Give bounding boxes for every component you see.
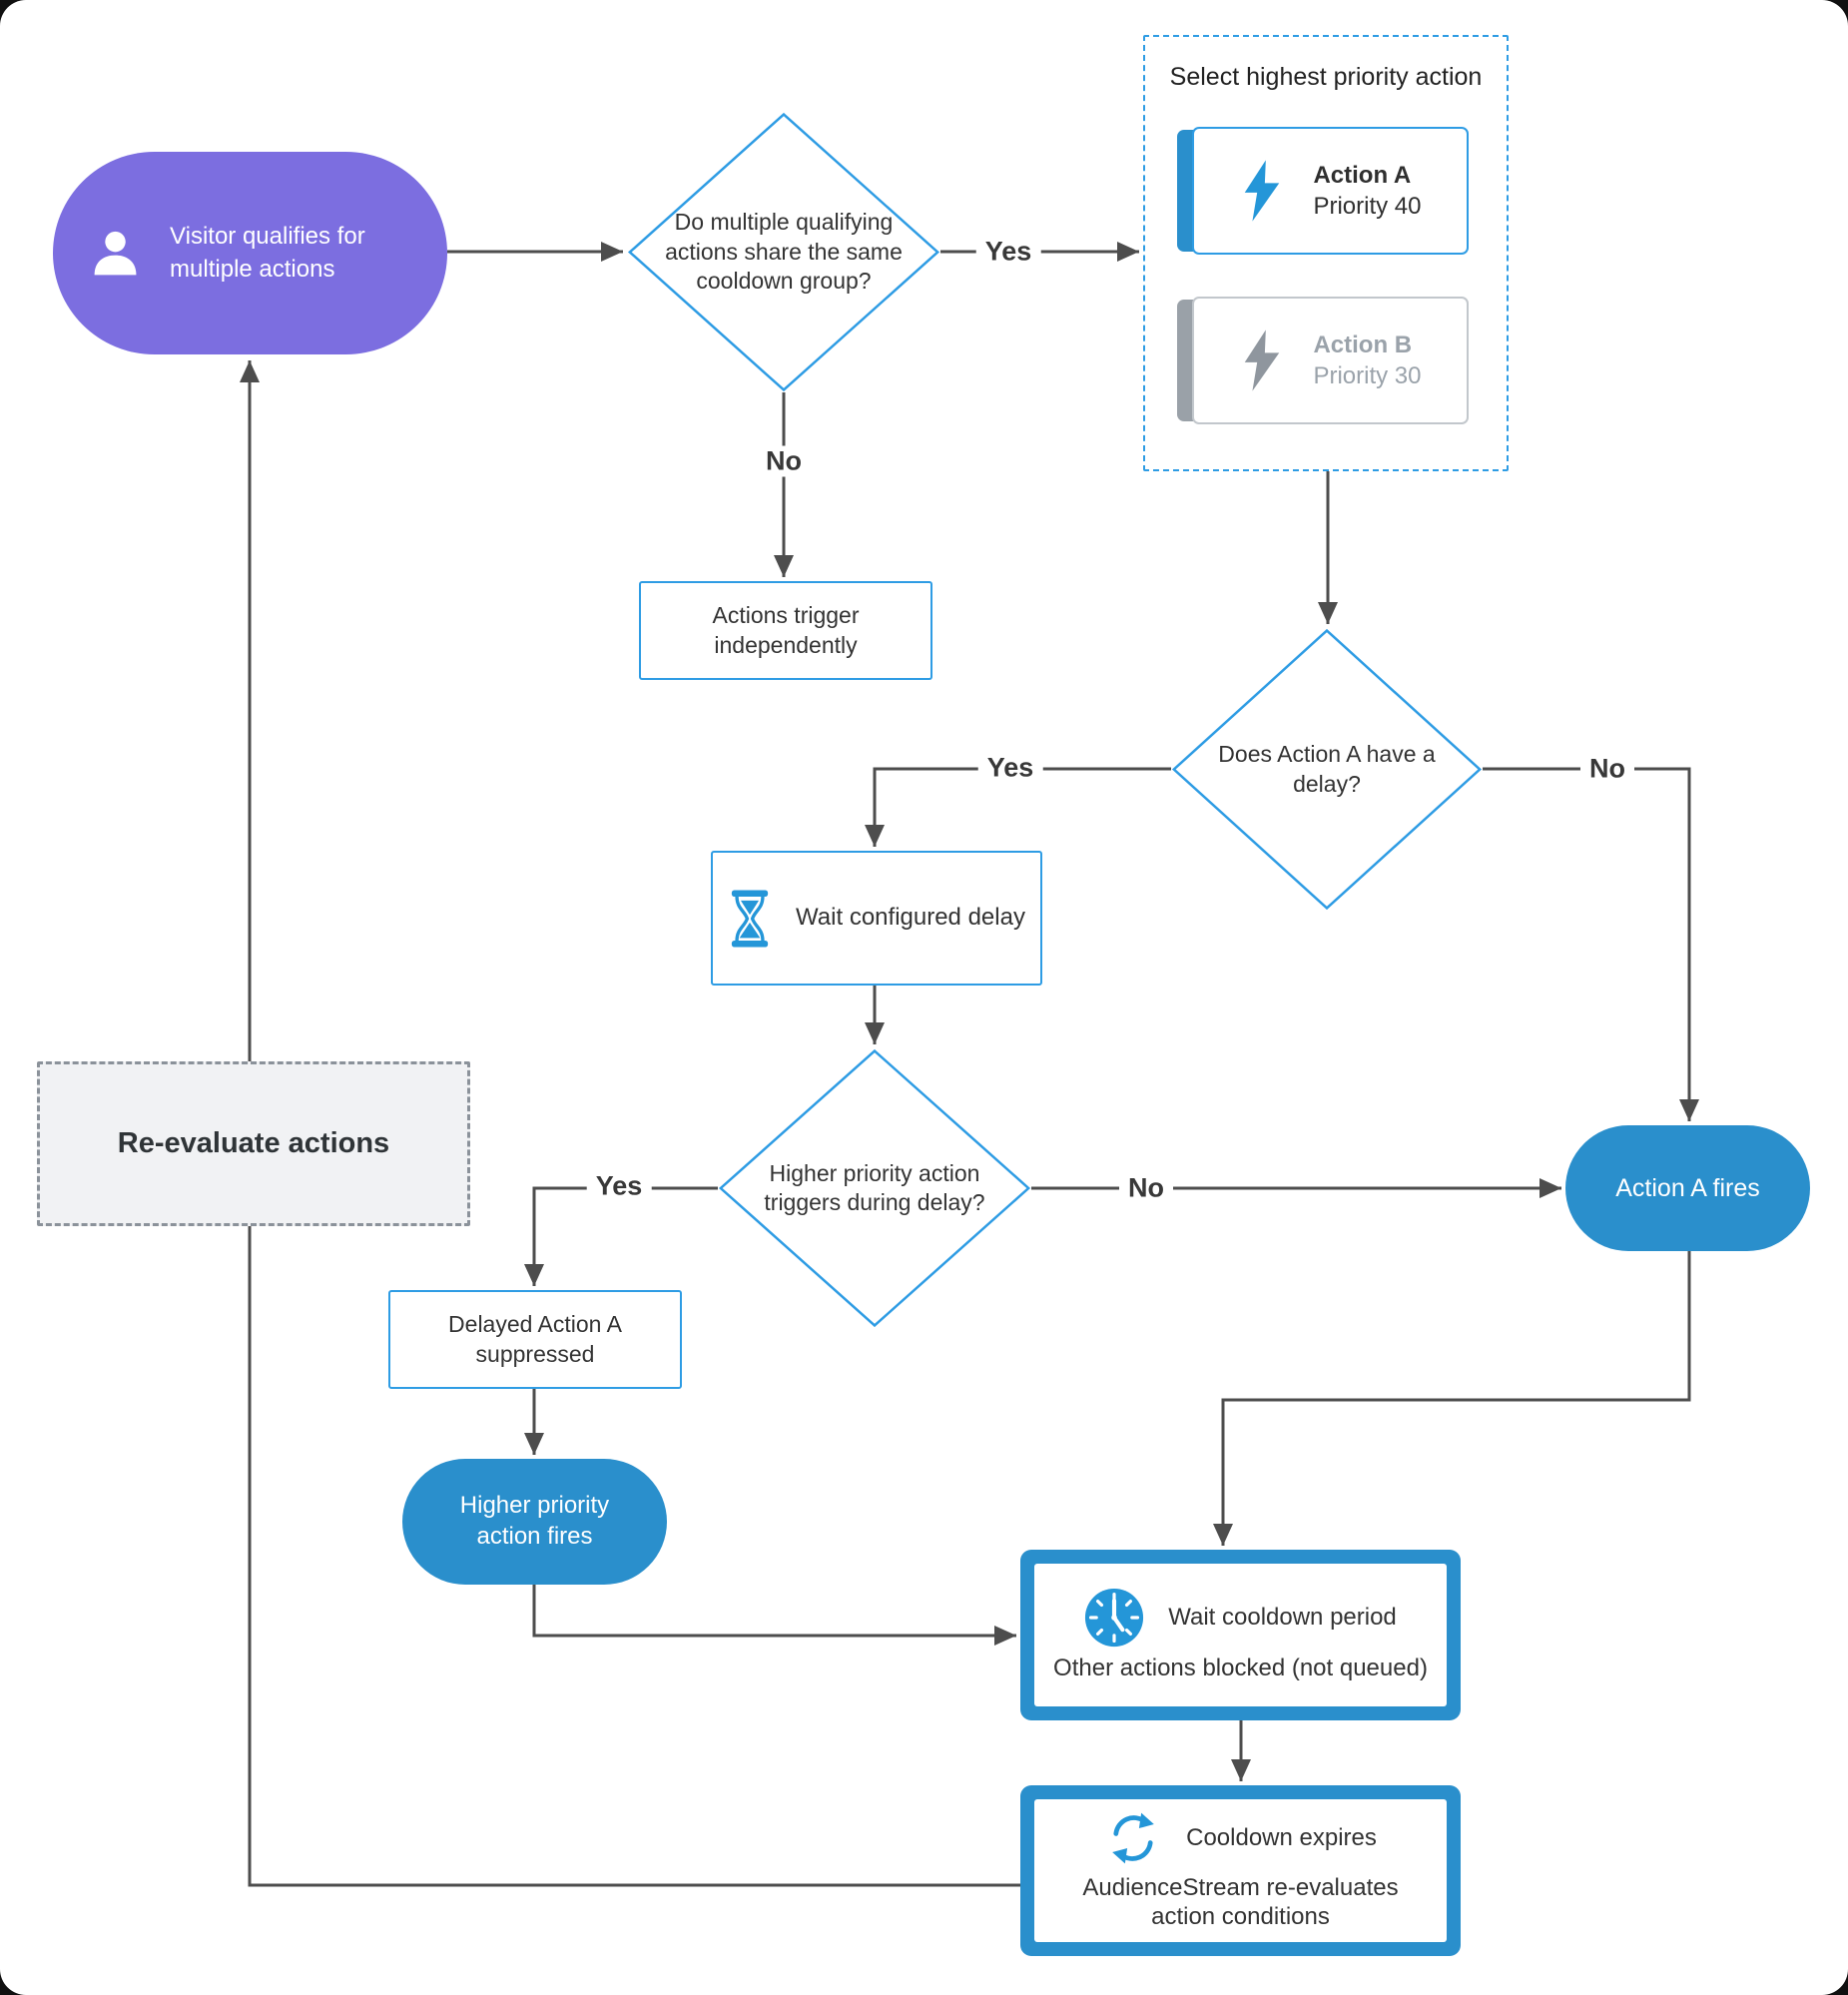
cooldown-expires-line2: AudienceStream re-evaluates action condi… (1082, 1874, 1399, 1930)
wait-delay-label: Wait configured delay (796, 904, 1025, 932)
wait-cooldown-line1: Wait cooldown period (1168, 1603, 1397, 1631)
action-a-fires-node: Action A fires (1565, 1125, 1810, 1251)
person-icon (94, 231, 137, 275)
hourglass-icon (731, 890, 769, 947)
connector-higher-fires-to-wait-cooldown (532, 1585, 1016, 1646)
diamond-shape (627, 112, 940, 392)
connector-expires-to-reevaluate (248, 1220, 1020, 1887)
connector-yes-to-suppressed (524, 1186, 718, 1286)
action-b-priority: Priority 30 (1313, 362, 1422, 389)
connector-no-to-action-a-fires-top (1483, 767, 1699, 1121)
select-priority-group: Select highest priority action Action A … (1143, 35, 1509, 471)
action-a-name: Action A (1313, 161, 1412, 189)
diamond-shape (718, 1048, 1031, 1328)
higher-fires-label: Higher priority action fires (459, 1492, 610, 1550)
independent-node: Actions trigger independently (639, 581, 932, 680)
cooldown-expires-line1: Cooldown expires (1186, 1824, 1377, 1852)
wait-delay-node: Wait configured delay (711, 851, 1042, 986)
select-priority-title: Select highest priority action (1169, 63, 1483, 91)
lightning-icon-action-b (1245, 330, 1280, 391)
reevaluate-node: Re-evaluate actions (37, 1061, 470, 1226)
start-label: Visitor qualifies for multiple actions (170, 223, 365, 283)
action-b-name: Action B (1313, 331, 1413, 358)
reevaluate-label: Re-evaluate actions (117, 1126, 390, 1159)
cooldown-group-decision-label: Do multiple qualifying actions share the… (665, 209, 903, 295)
independent-label: Actions trigger independently (712, 602, 860, 658)
wait-cooldown-line2: Other actions blocked (not queued) (1053, 1654, 1428, 1681)
higher-fires-node: Higher priority action fires (402, 1459, 667, 1585)
suppressed-node: Delayed Action A suppressed (388, 1290, 682, 1389)
refresh-icon (1112, 1812, 1154, 1864)
delay-decision: Does Action A have a delay? (1171, 628, 1483, 911)
higher-priority-decision-label: Higher priority action triggers during d… (764, 1159, 985, 1215)
higher-priority-decision: Higher priority action triggers during d… (718, 1048, 1031, 1328)
lightning-icon-action-a (1245, 160, 1280, 222)
action-b-card: Action B Priority 30 (1177, 297, 1469, 424)
edge-label-no-higher-priority: No (1119, 1172, 1173, 1204)
edge-label-yes-higher-priority: Yes (586, 1170, 652, 1202)
edge-label-yes-cooldown-group: Yes (975, 236, 1041, 268)
diamond-shape (1171, 628, 1483, 911)
start-node: Visitor qualifies for multiple actions (53, 152, 447, 354)
cooldown-expires-node: Cooldown expires AudienceStream re-evalu… (1020, 1785, 1461, 1956)
edge-label-yes-delay: Yes (977, 752, 1043, 784)
connector-action-a-fires-to-wait-cooldown (1213, 1251, 1691, 1546)
clock-icon (1085, 1588, 1144, 1647)
action-a-card: Action A Priority 40 (1177, 127, 1469, 255)
cooldown-group-decision: Do multiple qualifying actions share the… (627, 112, 940, 392)
wait-cooldown-node: Wait cooldown period Other actions block… (1020, 1550, 1461, 1720)
action-a-fires-label: Action A fires (1615, 1174, 1760, 1202)
edge-label-no-cooldown-group: No (757, 445, 811, 477)
suppressed-label: Delayed Action A suppressed (448, 1311, 622, 1367)
connector-yes-to-wait-delay (865, 767, 1171, 847)
edge-label-no-delay: No (1580, 753, 1634, 785)
delay-decision-label: Does Action A have a delay? (1218, 741, 1436, 797)
action-a-priority: Priority 40 (1313, 193, 1422, 220)
